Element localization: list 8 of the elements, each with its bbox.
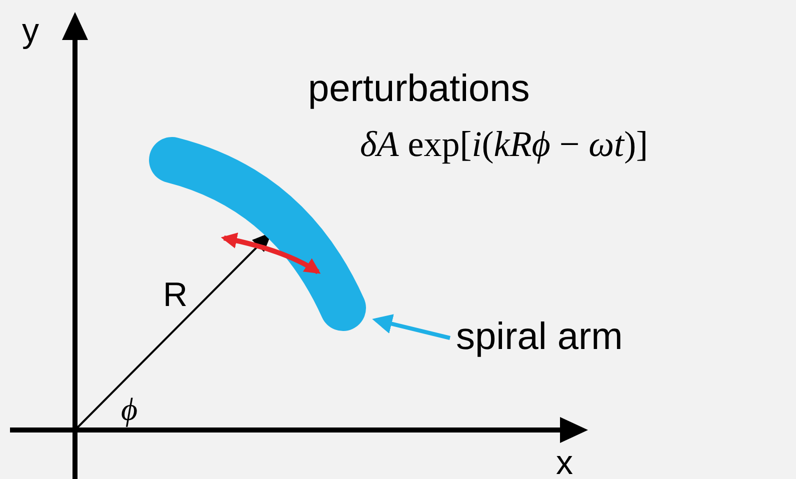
leader-arrow <box>372 314 450 340</box>
spiral-arm-label: spiral arm <box>456 318 623 356</box>
formula: δA exp[i(kRϕ − ωt)] <box>360 126 648 162</box>
axis-label: x <box>556 446 573 479</box>
radius-label: R <box>163 278 188 312</box>
annotation-text: perturbations <box>308 70 530 108</box>
angle-label: ϕ <box>121 393 138 425</box>
axis-label: y <box>22 14 39 48</box>
